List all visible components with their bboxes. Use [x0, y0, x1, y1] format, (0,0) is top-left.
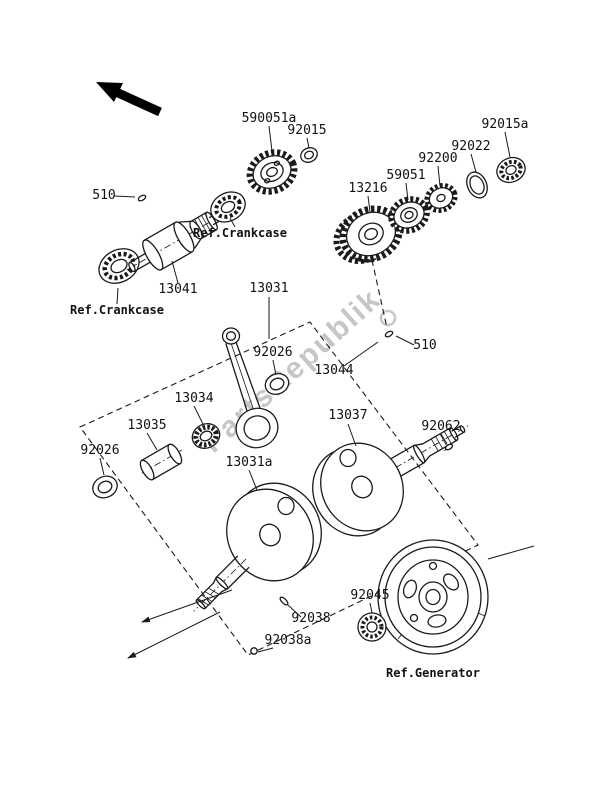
watermark-text: PartsRepublik: [196, 282, 387, 459]
ref-label-generator: Ref.Generator: [386, 666, 480, 680]
key-92038: [279, 596, 289, 606]
pointer-needles: [127, 589, 233, 659]
part-label-13044: 13044: [314, 363, 353, 378]
part-label-13216: 13216: [348, 181, 387, 196]
gear-590051a: [246, 149, 298, 195]
pin-510-gear: [384, 330, 394, 338]
leader-line: [113, 195, 136, 198]
crank-left-half-13031a: [193, 482, 322, 612]
balancer-assembly: [98, 147, 318, 284]
leader-line: [369, 602, 373, 614]
leader-line: [367, 195, 371, 213]
connecting-rod-13031: [221, 327, 279, 449]
part-label-92062: 92062: [421, 419, 460, 434]
part-label-510-top: 510: [92, 188, 115, 203]
bearing-crankcase-left: [98, 248, 140, 284]
part-label-59051: 59051: [386, 168, 425, 183]
gear-92200: [424, 183, 458, 213]
leader-line: [306, 137, 310, 149]
leader-line: [437, 165, 441, 187]
leader-line: [287, 604, 302, 618]
leader-line: [405, 182, 409, 201]
watermark: PartsRepublik: [196, 282, 397, 459]
part-label-13035: 13035: [127, 418, 166, 433]
leader-line: [440, 433, 448, 445]
part-label-13041: 13041: [158, 282, 197, 297]
part-label-92038a: 92038a: [265, 633, 312, 648]
leader-line: [146, 432, 158, 451]
leader-line: [268, 125, 273, 152]
part-label-13031: 13031: [249, 281, 288, 296]
ref-label-crankcase-right: Ref.Crankcase: [193, 226, 287, 240]
leader-line: [193, 405, 204, 425]
washer-92026-upper: [264, 372, 290, 396]
part-label-92200: 92200: [418, 151, 457, 166]
leader-line: [248, 469, 258, 491]
primary-gear-train: [333, 156, 526, 338]
crankshaft-assembly: [92, 327, 470, 659]
bearing-92045: [357, 612, 387, 642]
part-label-92038: 92038: [291, 611, 330, 626]
generator-rotor: [357, 539, 535, 655]
leader-line: [116, 287, 119, 305]
watermark-logo-icon: [379, 309, 397, 327]
leader-line: [171, 260, 179, 284]
gear-59051: [388, 196, 430, 234]
leader-line: [229, 217, 236, 228]
bearing-92015a: [496, 156, 526, 184]
leader-line: [272, 359, 277, 376]
labels: 590051a 92015 92015a 92022 92200 59051 1…: [70, 111, 528, 680]
part-label-92026-lower: 92026: [80, 443, 119, 458]
leader-lines: [99, 125, 511, 653]
bearing-crankcase-right: [210, 191, 246, 223]
crank-right-half-13037: [312, 424, 470, 537]
needle-bearing-13034: [191, 422, 221, 450]
assembly-outline: [79, 259, 479, 656]
leader-line: [257, 647, 274, 653]
washer-92022: [466, 171, 488, 199]
part-label-13031a: 13031a: [226, 455, 273, 470]
leader-line: [99, 457, 105, 476]
part-label-590051a: 590051a: [242, 111, 297, 126]
washer-92026-lower: [92, 475, 118, 499]
pin-92038a: [250, 647, 258, 655]
pin-92062: [444, 443, 454, 452]
part-label-510-gear: 510: [413, 338, 436, 353]
dashed-boundary: [79, 321, 479, 656]
pin-510-top: [137, 194, 147, 202]
part-label-13034: 13034: [174, 391, 213, 406]
balancer-shaft-13041: [126, 210, 228, 273]
leader-line: [395, 335, 415, 346]
washer-92015: [300, 147, 318, 163]
part-label-92015: 92015: [287, 123, 326, 138]
leader-line: [504, 131, 511, 158]
part-label-92015a: 92015a: [482, 117, 529, 132]
leader-line: [347, 423, 357, 447]
direction-arrow: [96, 82, 162, 117]
crank-pin-13035: [139, 443, 183, 481]
part-label-92026-upper: 92026: [253, 345, 292, 360]
leader-line: [343, 341, 379, 367]
part-label-92045: 92045: [350, 588, 389, 603]
rotor-leader-line: [487, 545, 535, 560]
part-label-13037: 13037: [328, 408, 367, 423]
dashed-gear-to-pin-line: [371, 259, 388, 329]
ref-label-crankcase-left: Ref.Crankcase: [70, 303, 164, 317]
leader-line: [470, 153, 477, 173]
part-label-92022: 92022: [451, 139, 490, 154]
